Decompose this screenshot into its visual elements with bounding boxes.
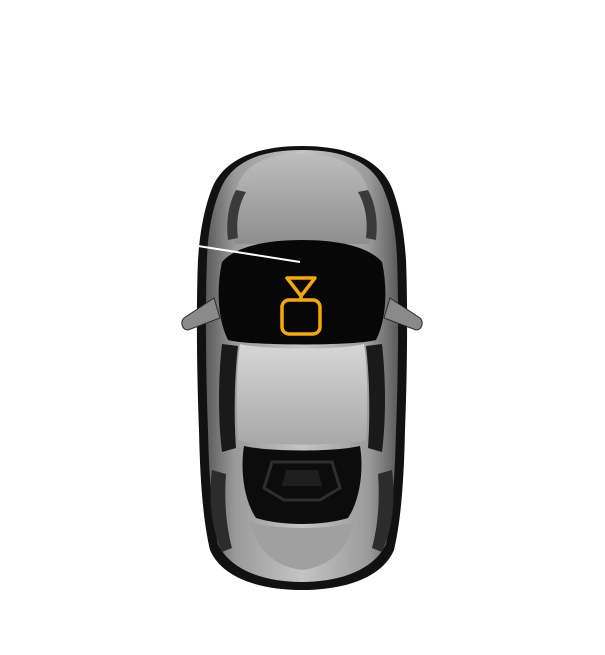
engine-detail — [262, 460, 342, 502]
hood-vent-left — [227, 190, 246, 240]
rear-intake-right — [372, 470, 394, 552]
side-mirror-left — [181, 297, 221, 331]
side-mirror-right — [383, 297, 423, 331]
rear-intake-left — [210, 470, 232, 552]
side-window-right — [366, 344, 385, 452]
callout-leader-line — [197, 245, 301, 263]
side-window-left — [219, 344, 238, 452]
car-roof — [236, 344, 368, 445]
engine-detail-inner — [282, 470, 322, 486]
rear-deck — [250, 522, 354, 570]
hood-vent-right — [358, 190, 377, 240]
rearview-mirror-camera-icon — [280, 276, 322, 336]
car-hood — [232, 154, 372, 244]
